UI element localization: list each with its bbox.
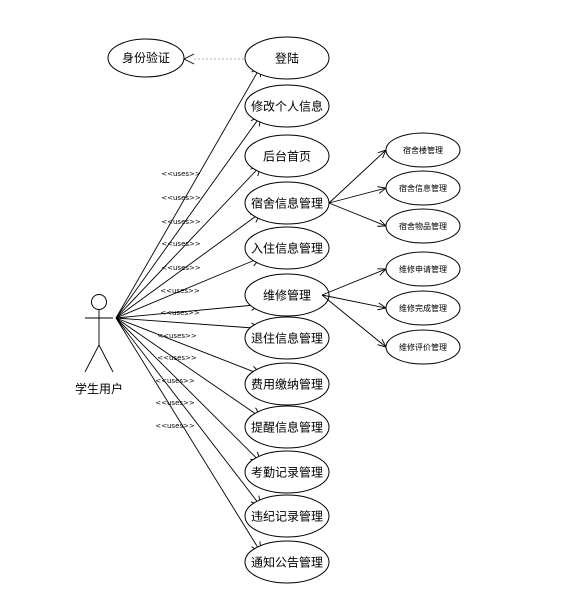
uses-label-12: <<uses>>: [155, 422, 195, 430]
repair-sub-case-line-3: [321, 294, 387, 348]
association-line-12: [115, 317, 262, 553]
repair-sub-case-line-2: [321, 294, 387, 309]
auth-label: 身份验证: [122, 50, 170, 65]
association-line-4: [115, 212, 262, 319]
sub-use-case-label: 维修评价管理: [399, 342, 447, 352]
use-case-ellipse: [244, 494, 330, 538]
sub-use-case-label: 维修申请管理: [399, 264, 447, 274]
use-case-3: 后台首页: [244, 134, 330, 178]
use-case-ellipse: [244, 362, 330, 406]
uses-label-7: <<uses>>: [160, 309, 200, 317]
actor-label: 学生用户: [75, 381, 123, 396]
association-line-11: [115, 317, 262, 507]
actor-head: [91, 294, 107, 310]
use-case-ellipse: [244, 36, 330, 80]
sub-use-case-label: 宿舍物品管理: [399, 221, 447, 231]
dorm-sub-case-2: 宿舍信息管理: [385, 170, 461, 206]
sub-use-case-label: 宿舍信息管理: [399, 183, 447, 193]
use-case-label: 修改个人信息: [251, 99, 323, 114]
use-case-label: 费用缴纳管理: [251, 377, 323, 392]
uses-label-10: <<uses>>: [155, 377, 195, 385]
sub-use-case-ellipse: [385, 251, 461, 287]
association-line-5: [115, 257, 262, 319]
use-case-label: 宿舍信息管理: [251, 196, 323, 211]
uses-label-2: <<uses>>: [161, 194, 201, 202]
uses-label-8: <<uses>>: [157, 332, 197, 340]
uses-label-6: <<uses>>: [160, 287, 200, 295]
sub-use-case-ellipse: [385, 290, 461, 326]
use-case-5: 入住信息管理: [244, 226, 330, 270]
association-line-9: [115, 317, 262, 418]
sub-associations: [321, 149, 388, 348]
dorm-sub-case-line-1: [328, 149, 387, 204]
use-case-label: 退住信息管理: [251, 331, 323, 346]
use-case-ellipse: [244, 273, 330, 317]
use-case-ellipse: [244, 405, 330, 449]
use-case-ellipse: [244, 316, 330, 360]
association-line-2: [115, 115, 262, 319]
sub-use-case-ellipse: [385, 132, 461, 168]
use-case-label: 提醒信息管理: [251, 420, 323, 435]
actor-right-leg: [98, 344, 114, 373]
use-case-8: 费用缴纳管理: [244, 362, 330, 406]
use-case-label: 考勤记录管理: [251, 465, 323, 480]
use-case-ellipse: [244, 450, 330, 494]
association-line-8: [115, 317, 262, 375]
association-line-6: [115, 304, 262, 319]
sub-use-case-label: 维修完成管理: [399, 303, 447, 313]
auth-ellipse: [107, 38, 185, 78]
uses-label-9: <<uses>>: [157, 354, 197, 362]
sub-use-case-ellipse: [385, 329, 461, 365]
repair-sub-case-2: 维修完成管理: [385, 290, 461, 326]
use-case-label: 违纪记录管理: [251, 509, 323, 524]
use-case-9: 提醒信息管理: [244, 405, 330, 449]
use-case-7: 退住信息管理: [244, 316, 330, 360]
uses-label-11: <<uses>>: [155, 399, 195, 407]
dorm-sub-case-line-3: [328, 202, 387, 227]
use-case-ellipse: [244, 226, 330, 270]
association-line-1: [115, 65, 262, 319]
use-case-10: 考勤记录管理: [244, 450, 330, 494]
association-line-10: [115, 317, 262, 463]
repair-sub-case-3: 维修评价管理: [385, 329, 461, 365]
association-line-3: [115, 165, 262, 319]
use-case-2: 修改个人信息: [244, 84, 330, 128]
sub-use-case-ellipse: [385, 208, 461, 244]
use-case-ellipse: [244, 134, 330, 178]
use-case-4: 宿舍信息管理: [244, 181, 330, 225]
use-case-6: 维修管理: [244, 273, 330, 317]
uses-labels: <<uses>> <<uses>> <<uses>> <<uses>> <<uses>>…: [155, 170, 201, 430]
use-case-12: 通知公告管理: [244, 540, 330, 584]
use-case-ellipse: [244, 540, 330, 584]
use-case-label: 登陆: [275, 51, 299, 66]
actor-student-user: 学生用户: [75, 294, 123, 396]
dorm-sub-case-1: 宿舍楼管理: [385, 132, 461, 168]
association-line-7: [115, 317, 261, 329]
auth-dependency-arrowhead: [182, 53, 195, 65]
dorm-sub-case-line-2: [328, 187, 387, 204]
use-case-11: 违纪记录管理: [244, 494, 330, 538]
use-case-label: 通知公告管理: [251, 555, 323, 570]
use-case-ellipse: [244, 84, 330, 128]
uses-label-5: <<uses>>: [161, 264, 201, 272]
sub-use-case-ellipse: [385, 170, 461, 206]
auth-use-case: 身份验证: [107, 38, 248, 78]
use-case-label: 入住信息管理: [251, 241, 323, 256]
repair-sub-case-1: 维修申请管理: [385, 251, 461, 287]
repair-sub-case-line-1: [321, 268, 387, 296]
use-case-label: 后台首页: [263, 149, 311, 164]
sub-use-case-label: 宿舍楼管理: [403, 145, 443, 155]
use-case-list: 登陆修改个人信息后台首页宿舍信息管理入住信息管理维修管理退住信息管理费用缴纳管理…: [244, 36, 330, 584]
use-case-label: 维修管理: [263, 288, 311, 303]
actor-left-leg: [84, 344, 100, 373]
uses-label-1: <<uses>>: [161, 170, 201, 178]
use-case-1: 登陆: [244, 36, 330, 80]
uses-label-3: <<uses>>: [161, 218, 201, 226]
uses-label-4: <<uses>>: [161, 240, 201, 248]
dorm-sub-case-3: 宿舍物品管理: [385, 208, 461, 244]
